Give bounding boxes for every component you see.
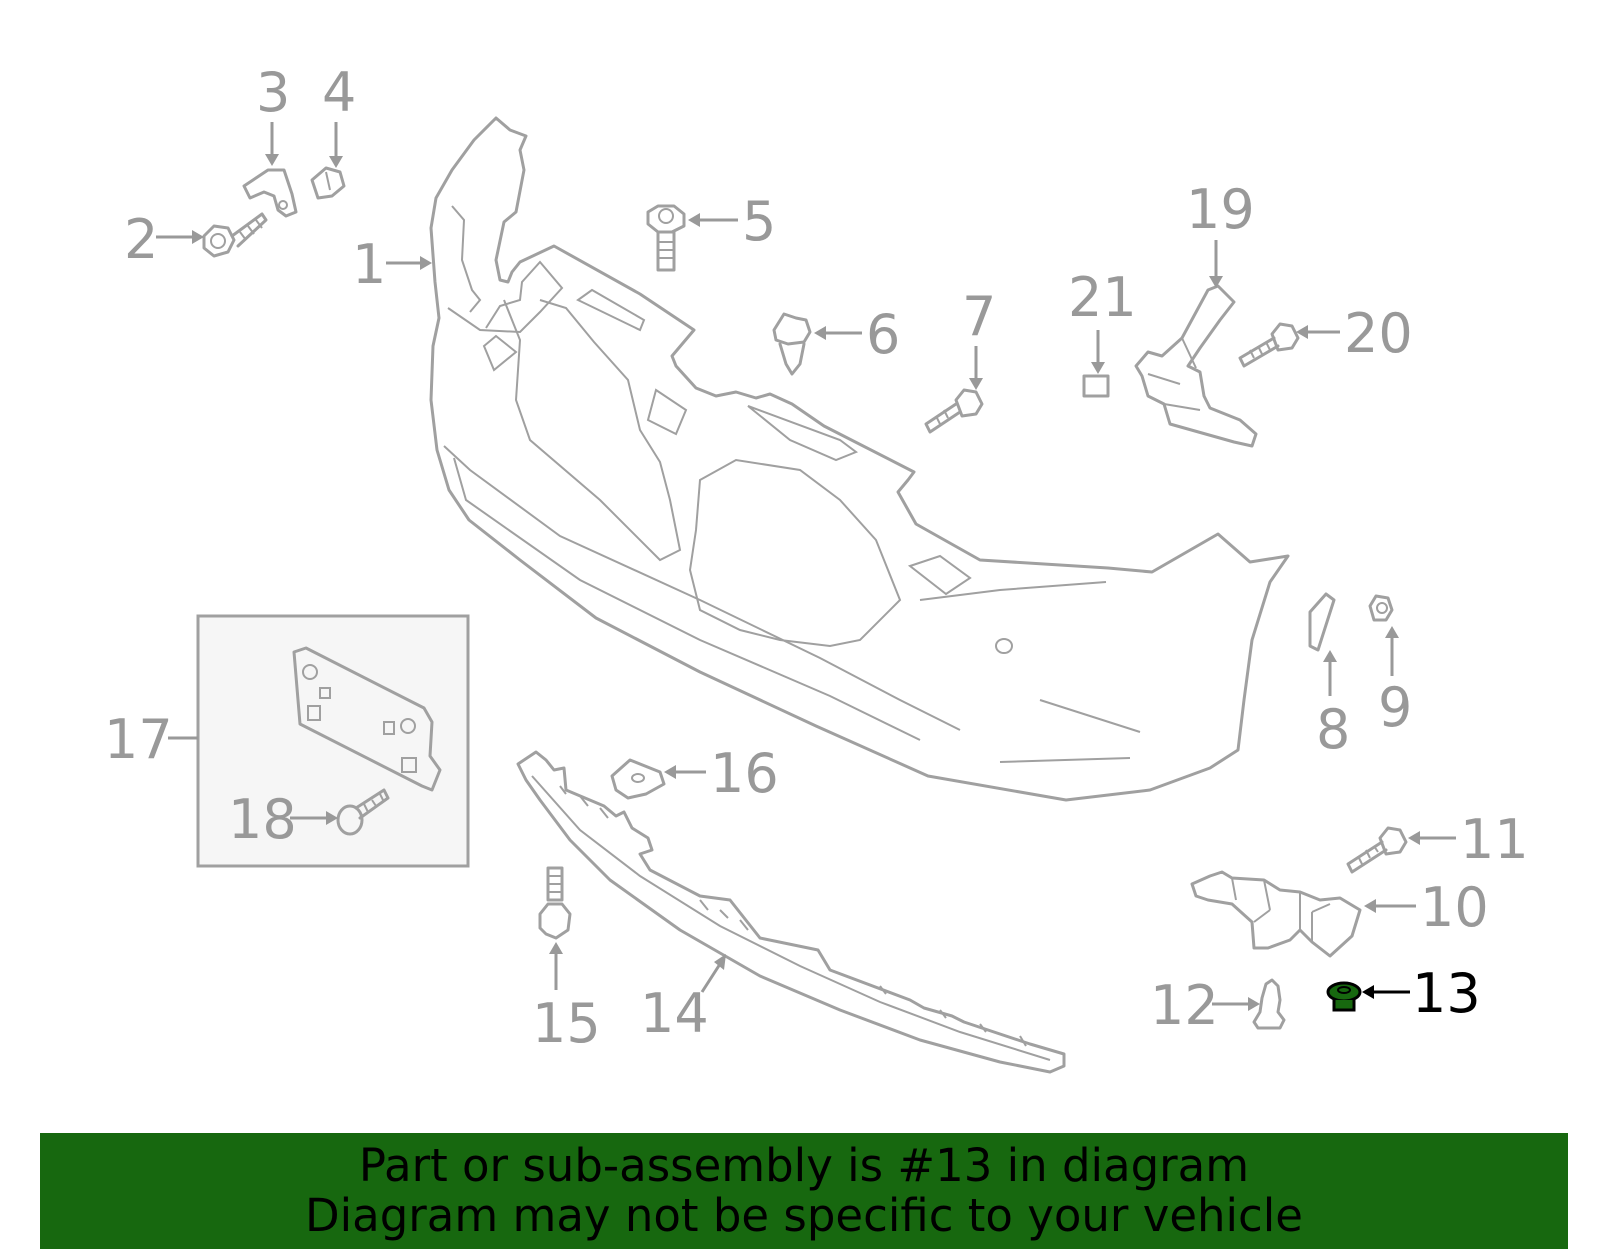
part-17-license-bracket-kit[interactable] bbox=[196, 614, 470, 868]
part-12-push-clip[interactable] bbox=[1252, 978, 1286, 1030]
callout-1: 1 bbox=[352, 233, 386, 296]
callout-21: 21 bbox=[1068, 266, 1137, 329]
part-19-bracket[interactable] bbox=[1134, 284, 1258, 448]
callout-13: 13 bbox=[1412, 962, 1481, 1025]
callout-arrow-13 bbox=[1362, 985, 1410, 999]
part-15-bolt[interactable] bbox=[538, 866, 572, 940]
callout-11: 11 bbox=[1460, 808, 1529, 871]
callout-3: 3 bbox=[256, 61, 290, 124]
callout-19: 19 bbox=[1186, 178, 1255, 241]
callout-8: 8 bbox=[1316, 698, 1350, 761]
part-9-nut[interactable] bbox=[1368, 594, 1394, 622]
callout-5: 5 bbox=[742, 190, 776, 253]
callout-14: 14 bbox=[640, 982, 709, 1045]
part-2-bolt[interactable] bbox=[202, 212, 268, 258]
callout-16: 16 bbox=[710, 742, 779, 805]
callout-arrows bbox=[156, 122, 1456, 1011]
part-4-clip[interactable] bbox=[310, 166, 346, 200]
callout-20: 20 bbox=[1344, 302, 1413, 365]
callout-6: 6 bbox=[866, 303, 900, 366]
part-20-bolt[interactable] bbox=[1238, 322, 1300, 368]
part-14-deflector[interactable] bbox=[516, 750, 1066, 1074]
callout-4: 4 bbox=[322, 61, 356, 124]
part-13-nut-highlighted[interactable] bbox=[1326, 981, 1362, 1012]
part-11-bolt[interactable] bbox=[1346, 826, 1408, 874]
part-7-bolt[interactable] bbox=[924, 388, 984, 434]
callout-2: 2 bbox=[124, 208, 158, 271]
part-8-trim-strip[interactable] bbox=[1308, 592, 1336, 652]
callout-15: 15 bbox=[532, 992, 601, 1055]
callout-12: 12 bbox=[1150, 974, 1219, 1037]
callout-18: 18 bbox=[228, 788, 297, 851]
part-5-bolt[interactable] bbox=[646, 204, 686, 272]
part-3-bracket[interactable] bbox=[242, 168, 298, 218]
callout-10: 10 bbox=[1420, 876, 1489, 939]
part-21-pad[interactable] bbox=[1082, 374, 1110, 398]
banner-line-2: Diagram may not be specific to your vehi… bbox=[305, 1189, 1303, 1242]
callout-7: 7 bbox=[962, 285, 996, 348]
callout-17: 17 bbox=[104, 708, 173, 771]
part-18-screw[interactable] bbox=[336, 788, 390, 836]
part-10-bracket[interactable] bbox=[1190, 870, 1362, 958]
info-banner: Part or sub-assembly is #13 in diagram D… bbox=[40, 1133, 1568, 1249]
callout-9: 9 bbox=[1378, 676, 1412, 739]
part-1-bumper-cover[interactable] bbox=[429, 116, 1290, 802]
part-6-push-pin[interactable] bbox=[772, 312, 812, 376]
part-16-clip-nut[interactable] bbox=[610, 758, 666, 800]
banner-line-1: Part or sub-assembly is #13 in diagram bbox=[358, 1139, 1250, 1192]
